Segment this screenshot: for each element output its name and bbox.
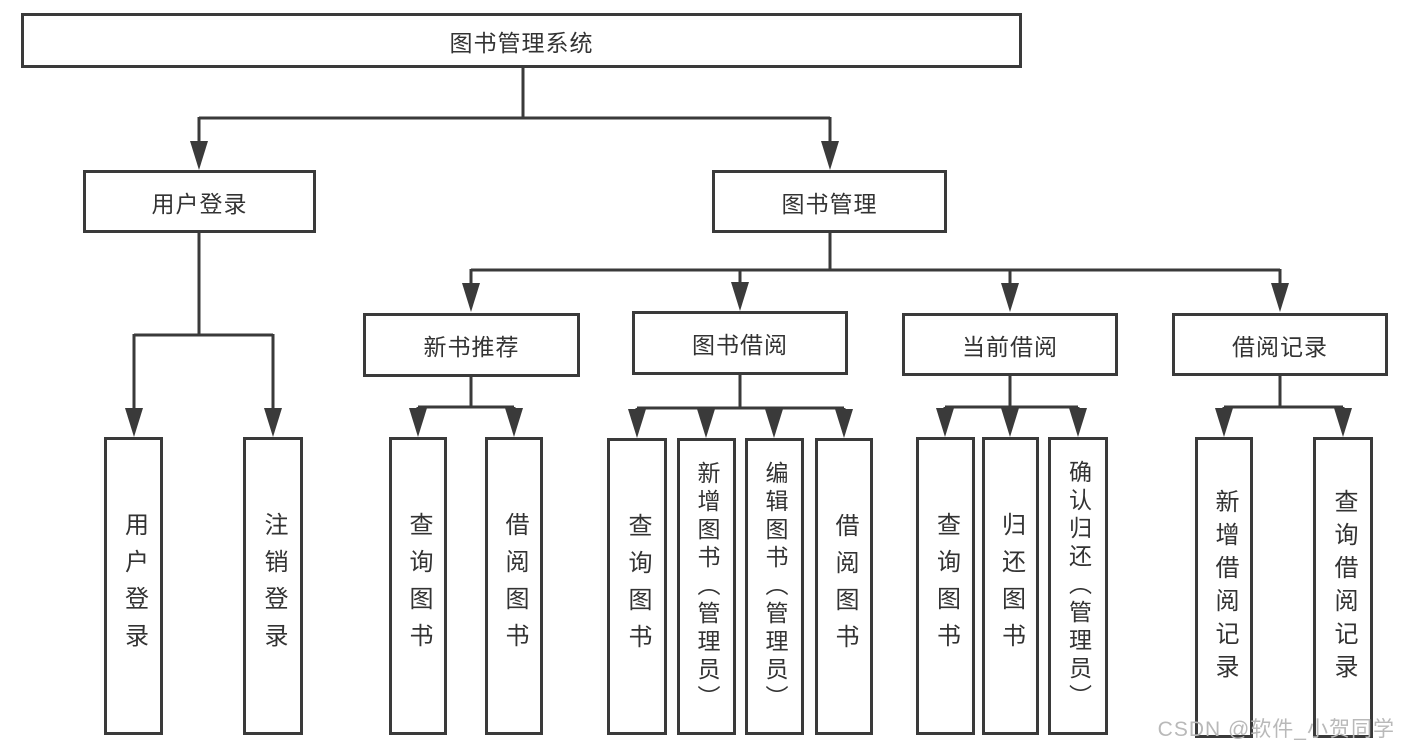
node-label: 借阅图书	[501, 512, 528, 660]
leaf-borrow-books: 借阅图书	[815, 438, 873, 735]
node-label: 图书管理	[781, 190, 878, 217]
leaf-query-books-current: 查询图书	[916, 437, 975, 735]
leaf-return-books: 归还图书	[982, 437, 1039, 735]
leaf-query-books-recommend: 查询图书	[389, 437, 447, 735]
leaf-add-borrow-record: 新增借阅记录	[1195, 437, 1253, 738]
node-label: 查询图书	[624, 512, 651, 661]
node-book-borrow: 图书借阅	[632, 311, 848, 375]
node-label: 新书推荐	[423, 334, 520, 360]
node-label: 查询图书	[405, 512, 432, 660]
node-label: 归还图书	[997, 512, 1025, 660]
leaf-user-login: 用户登录	[104, 437, 163, 735]
arrowhead-group	[125, 141, 1352, 438]
node-new-book-recommend: 新书推荐	[363, 313, 580, 377]
node-label: 查询借阅记录	[1330, 488, 1357, 687]
node-label: 当前借阅	[962, 333, 1058, 360]
leaf-logout: 注销登录	[243, 437, 303, 735]
node-label: 确认归还（管理员）	[1065, 460, 1092, 712]
node-label: 图书管理系统	[449, 29, 594, 56]
node-root-library-management-system: 图书管理系统	[21, 13, 1022, 68]
leaf-borrow-books-recommend: 借阅图书	[485, 437, 543, 735]
node-borrow-records: 借阅记录	[1172, 313, 1388, 376]
leaf-confirm-return-admin: 确认归还（管理员）	[1048, 437, 1108, 735]
node-current-borrow: 当前借阅	[902, 313, 1118, 376]
node-label: 查询图书	[932, 512, 960, 660]
node-label: 注销登录	[260, 512, 287, 660]
node-book-management: 图书管理	[712, 170, 947, 233]
node-label: 图书借阅	[692, 332, 788, 358]
node-label: 编辑图书（管理员）	[762, 460, 788, 713]
leaf-query-borrow-record: 查询借阅记录	[1313, 437, 1373, 738]
node-label: 新增图书（管理员）	[694, 460, 720, 713]
node-label: 用户登录	[120, 512, 148, 660]
node-user-login: 用户登录	[83, 170, 316, 233]
node-label: 新增借阅记录	[1211, 488, 1238, 687]
node-label: 借阅图书	[831, 512, 858, 661]
node-label: 用户登录	[151, 190, 248, 217]
leaf-edit-books-admin: 编辑图书（管理员）	[745, 438, 804, 735]
leaf-add-books-admin: 新增图书（管理员）	[677, 438, 736, 735]
node-label: 借阅记录	[1232, 333, 1328, 360]
leaf-query-books-borrow: 查询图书	[607, 438, 667, 735]
